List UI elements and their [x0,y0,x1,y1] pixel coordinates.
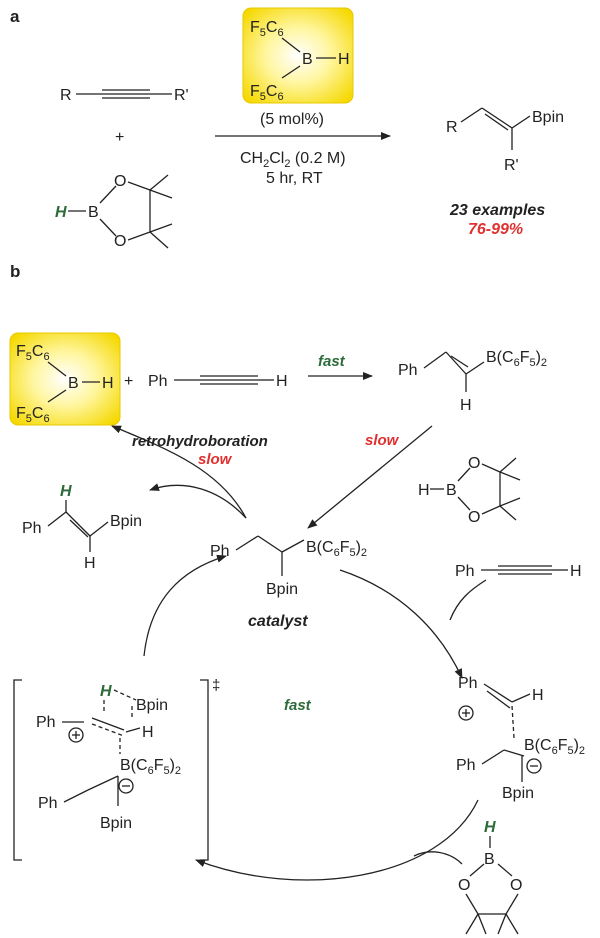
svg-text:H: H [338,51,350,68]
product-vinylbpin-b: H Ph Bpin H [22,483,142,572]
svg-text:B: B [68,375,79,392]
anion-charge-ts [118,778,134,794]
arrow-retrohydroboration [111,425,247,519]
svg-text:H: H [484,819,496,836]
svg-text:H: H [532,687,544,704]
svg-text:H: H [84,555,96,572]
svg-text:R: R [60,87,72,104]
retrohydroboration-label: retrohydroboration [132,433,268,450]
svg-text:H: H [60,483,72,500]
arrow-cycle-left-up [143,554,227,657]
phenylacetylene-top: Ph H [148,373,288,390]
slow-label-left: slow [198,451,233,468]
alkyne-reagent: R R' [60,87,189,104]
examples-count: 23 examples [449,202,545,219]
svg-text:Bpin: Bpin [502,785,534,802]
svg-text:Bpin: Bpin [266,581,298,598]
phenylacetylene-right: Ph H [455,563,582,580]
svg-text:H: H [276,373,288,390]
svg-text:Ph: Ph [455,563,475,580]
fast-label-center: fast [284,697,312,714]
arrow-to-catalyst [307,425,433,529]
arrow-hbpin-entry [413,851,463,865]
svg-text:O: O [468,509,480,526]
yield-range: 76-99% [468,221,523,238]
svg-text:Bpin: Bpin [532,109,564,126]
svg-text:Bpin: Bpin [110,513,142,530]
svg-text:H: H [55,204,67,221]
svg-text:F5C6: F5C6 [250,83,284,103]
transition-state: ‡ H Bpin Ph H B(C6F5)2 Ph Bpin [13,677,220,861]
svg-text:O: O [458,877,470,894]
svg-text:H: H [102,375,114,392]
svg-text:O: O [114,233,126,250]
svg-text:H: H [570,563,582,580]
svg-text:Ph: Ph [148,373,168,390]
product-vinylboronate: R Bpin R' [446,107,564,174]
svg-text:H: H [100,683,112,700]
svg-text:Bpin: Bpin [136,697,168,714]
svg-text:Ph: Ph [22,520,42,537]
arrow-cycle-bottom [195,799,479,881]
fast-label-top: fast [318,353,346,370]
plus-sign-a: + [115,129,124,146]
svg-text:R': R' [174,87,189,104]
panel-label-b: b [10,262,20,281]
pinacolborane-middle: H B O O [418,455,521,526]
svg-text:H: H [142,724,154,741]
svg-text:B: B [484,851,495,868]
solvent-conditions: CH2Cl2 (0.2 M) [240,150,346,170]
svg-text:‡: ‡ [212,677,220,694]
slow-label-right: slow [365,432,400,449]
svg-text:H: H [418,482,430,499]
svg-text:Ph: Ph [456,757,476,774]
arrow-alkyne-entry [449,579,487,621]
svg-text:Ph: Ph [36,714,56,731]
svg-text:B: B [302,51,313,68]
svg-text:B(C6F5)2: B(C6F5)2 [486,349,547,369]
svg-text:B: B [88,204,99,221]
anion-charge-right [526,758,542,774]
svg-text:F5C6: F5C6 [250,19,284,39]
svg-text:B: B [446,482,457,499]
svg-text:H: H [460,397,472,414]
svg-text:O: O [468,455,480,472]
svg-text:Ph: Ph [398,362,418,379]
panel-label-a: a [10,7,20,26]
svg-text:Ph: Ph [38,795,58,812]
svg-text:F5C6: F5C6 [16,405,50,425]
catalyst-box-b: F5C6 B H F5C6 [9,332,121,426]
svg-text:F5C6: F5C6 [16,343,50,363]
svg-text:O: O [114,173,126,190]
cation-charge-right [458,705,474,721]
arrow-cycle-right-down [339,569,463,679]
pinacolborane-a: H B O O [55,173,173,250]
svg-text:B(C6F5)2: B(C6F5)2 [306,539,367,559]
catalyst-label: catalyst [248,613,308,630]
vinyl-borane: Ph B(C6F5)2 H [398,349,547,414]
plus-sign-b: + [124,373,133,390]
catalyst-loading: (5 mol%) [260,111,324,128]
time-temperature: 5 hr, RT [266,170,323,187]
svg-text:R': R' [504,157,519,174]
cation-charge-ts [68,727,84,743]
arrow-release-product [149,483,247,519]
svg-text:B(C6F5)2: B(C6F5)2 [120,757,181,777]
zwitterion-intermediate: Ph H B(C6F5)2 Ph Bpin [456,675,585,802]
pinacolborane-bottom: H B O O [458,819,522,935]
svg-text:Ph: Ph [458,675,478,692]
svg-text:O: O [510,877,522,894]
catalyst-box-a: F5C6 B H F5C6 [242,7,354,104]
svg-text:Bpin: Bpin [100,815,132,832]
central-catalyst-species: Ph B(C6F5)2 Bpin [210,535,367,598]
svg-text:R: R [446,119,458,136]
svg-text:B(C6F5)2: B(C6F5)2 [524,737,585,757]
